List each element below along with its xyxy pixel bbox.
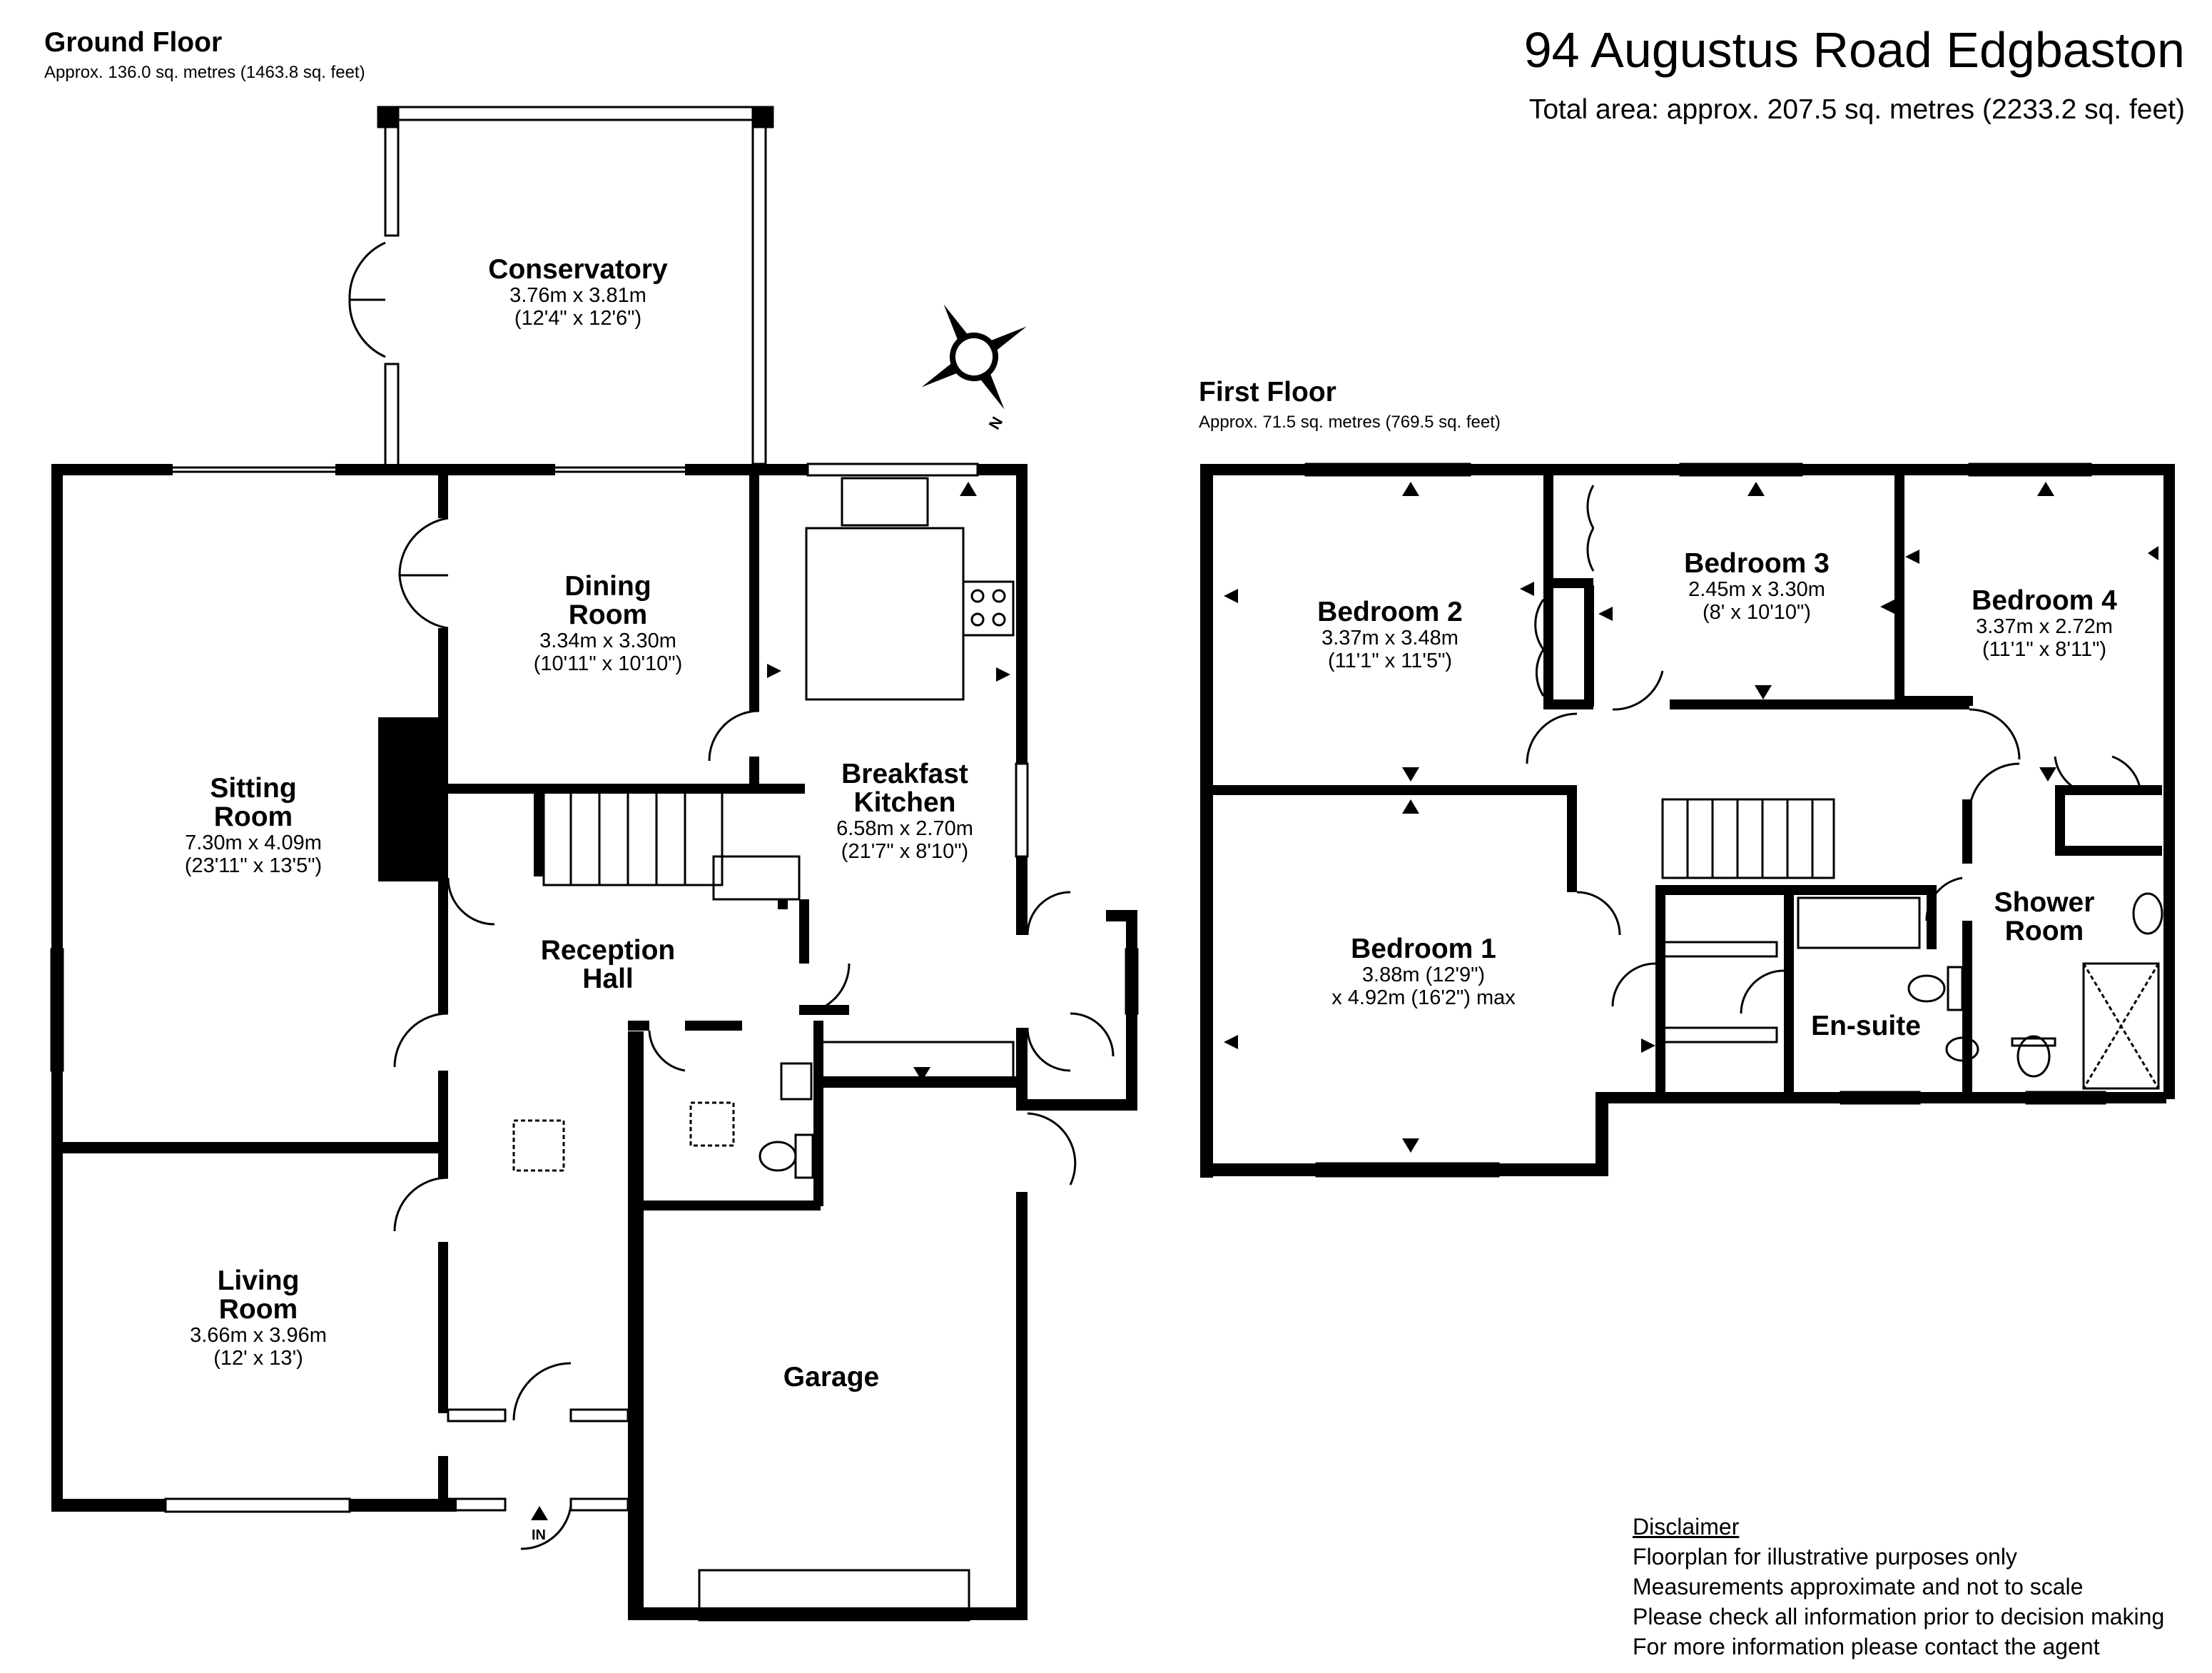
room-bedroom-4: Bedroom 4 3.37m x 2.72m (11'1" x 8'11")	[1972, 585, 2117, 662]
room-dim-metric: 6.58m x 2.70m	[836, 817, 973, 840]
disclaimer-line: Measurements approximate and not to scal…	[1633, 1574, 2084, 1599]
ground-floor-walls	[51, 464, 1137, 1620]
room-name: Shower	[1994, 887, 2095, 918]
room-reception-hall: Reception Hall	[541, 936, 676, 994]
room-dim-imperial: (23'11" x 13'5")	[184, 854, 323, 877]
room-name: Reception	[540, 935, 676, 966]
room-dim-imperial: (21'7" x 8'10")	[841, 840, 969, 863]
first-floor-walls	[1200, 464, 2175, 1178]
room-dim-imperial: (12' x 13')	[213, 1347, 303, 1370]
room-dim-metric: 3.34m x 3.30m	[539, 630, 676, 652]
room-dim-metric: 7.30m x 4.09m	[185, 832, 322, 854]
room-name-2: Kitchen	[853, 787, 956, 818]
room-garage: Garage	[783, 1363, 879, 1392]
room-name: Conservatory	[488, 254, 668, 285]
room-dim-imperial: (10'11" x 10'10")	[533, 652, 683, 675]
ground-floor-windows-doors	[50, 106, 1139, 1622]
room-breakfast-kitchen: Breakfast Kitchen 6.58m x 2.70m (21'7" x…	[836, 759, 973, 864]
room-name-2: Room	[2004, 916, 2084, 946]
room-conservatory: Conservatory 3.76m x 3.81m (12'4" x 12'6…	[488, 256, 667, 330]
room-name: Living	[217, 1265, 300, 1296]
room-living: Living Room 3.66m x 3.96m (12' x 13')	[190, 1267, 327, 1370]
room-dim-metric: 3.37m x 3.48m	[1321, 627, 1458, 650]
room-en-suite: En-suite	[1811, 1012, 1921, 1041]
ground-floor-title: Ground Floor	[44, 27, 223, 58]
room-name-2: Hall	[582, 964, 634, 994]
entrance-label: IN	[532, 1527, 546, 1543]
room-name: Garage	[783, 1362, 880, 1393]
room-bedroom-3: Bedroom 3 2.45m x 3.30m (8' x 10'10")	[1684, 548, 1830, 625]
room-name: En-suite	[1811, 1011, 1921, 1041]
room-name: Sitting	[210, 773, 297, 804]
first-floor-windows-doors	[1304, 463, 2163, 1178]
room-dim-metric: 3.88m (12'9")	[1361, 964, 1486, 986]
disclaimer-line: Floorplan for illustrative purposes only	[1633, 1544, 2017, 1570]
room-dim-metric: 3.76m x 3.81m	[509, 284, 646, 307]
disclaimer-line: For more information please contact the …	[1633, 1634, 2100, 1659]
room-dining: Dining Room 3.34m x 3.30m (10'11" x 10'1…	[533, 571, 683, 676]
total-area: Total area: approx. 207.5 sq. metres (22…	[1528, 94, 2185, 125]
ground-floor-area: Approx. 136.0 sq. metres (1463.8 sq. fee…	[44, 63, 365, 82]
room-name-2: Room	[213, 802, 293, 832]
room-bedroom-1: Bedroom 1 3.88m (12'9") x 4.92m (16'2") …	[1331, 934, 1516, 1010]
room-dim-metric: 3.66m x 3.96m	[190, 1324, 327, 1347]
room-name: Bedroom 1	[1351, 934, 1496, 964]
room-name-2: Room	[568, 600, 648, 630]
room-dim-imperial: (11'1" x 8'11")	[1982, 638, 2107, 661]
room-name: Dining	[564, 571, 651, 602]
room-dim-imperial: x 4.92m (16'2") max	[1331, 986, 1516, 1009]
room-name: Breakfast	[841, 759, 968, 789]
property-title: 94 Augustus Road Edgbaston	[1523, 22, 2185, 78]
room-dim-metric: 3.37m x 2.72m	[1976, 615, 2113, 638]
room-bedroom-2: Bedroom 2 3.37m x 3.48m (11'1" x 11'5")	[1317, 597, 1463, 673]
first-floor-title: First Floor	[1199, 377, 1336, 408]
disclaimer-heading: Disclaimer	[1633, 1514, 1740, 1540]
direction-arrows	[531, 482, 2158, 1520]
room-name: Bedroom 3	[1684, 548, 1830, 579]
disclaimer: Disclaimer Floorplan for illustrative pu…	[1633, 1512, 2164, 1662]
room-dim-imperial: (11'1" x 11'5")	[1327, 650, 1453, 672]
room-dim-imperial: (8' x 10'10")	[1703, 601, 1811, 624]
room-name-2: Room	[218, 1294, 298, 1325]
room-dim-imperial: (12'4" x 12'6")	[514, 307, 642, 330]
room-name: Bedroom 4	[1972, 585, 2117, 616]
room-sitting: Sitting Room 7.30m x 4.09m (23'11" x 13'…	[184, 773, 323, 878]
room-dim-metric: 2.45m x 3.30m	[1688, 578, 1825, 601]
first-floor-area: Approx. 71.5 sq. metres (769.5 sq. feet)	[1199, 413, 1501, 432]
disclaimer-line: Please check all information prior to de…	[1633, 1604, 2165, 1629]
room-shower-room: Shower Room	[1994, 889, 2095, 946]
room-name: Bedroom 2	[1317, 597, 1463, 627]
compass	[921, 304, 1027, 410]
